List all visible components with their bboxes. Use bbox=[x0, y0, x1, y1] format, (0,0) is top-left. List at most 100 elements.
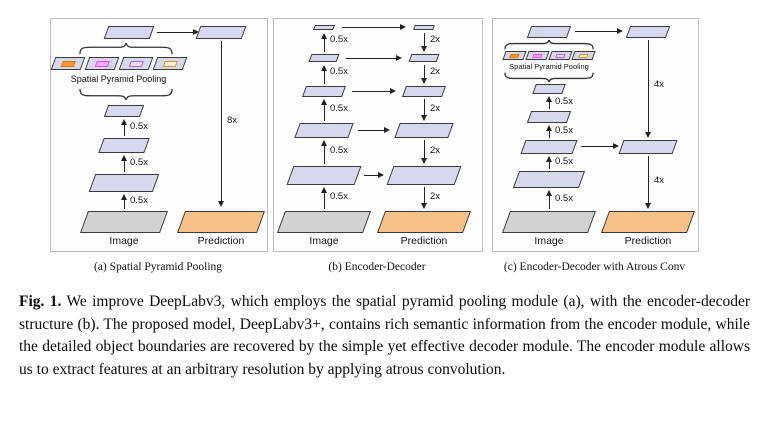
panel-spatial-pyramid-pooling: 8x Spatial Pyramid Pooling 0.5x 0.5x 0.5… bbox=[50, 18, 268, 252]
prediction-label: Prediction bbox=[624, 235, 672, 247]
subcaption-a: (a) Spatial Pyramid Pooling bbox=[93, 261, 223, 273]
feature-map bbox=[512, 171, 586, 188]
feature-map bbox=[401, 86, 447, 97]
down-arrow-icon bbox=[218, 41, 225, 207]
spp-pool-icon bbox=[60, 61, 76, 67]
feature-map bbox=[301, 86, 347, 97]
down-arrow-icon bbox=[421, 65, 428, 84]
right-arrow-icon bbox=[575, 28, 623, 35]
feature-map bbox=[88, 174, 160, 192]
downscale-label: 0.5x bbox=[330, 103, 348, 114]
upsample-label: 8x bbox=[227, 115, 238, 126]
down-arrow-icon bbox=[421, 33, 428, 52]
downscale-label: 0.5x bbox=[130, 157, 148, 168]
spp-pool-icon bbox=[162, 61, 178, 67]
decoder-feature-map bbox=[625, 26, 671, 38]
downscale-label: 0.5x bbox=[555, 193, 573, 204]
upsample-label: 2x bbox=[430, 103, 441, 114]
feature-map bbox=[394, 123, 454, 138]
skip-arrow-icon bbox=[364, 172, 384, 179]
up-arrow-icon bbox=[121, 194, 128, 209]
feature-map bbox=[532, 84, 566, 94]
spp-feature-map bbox=[84, 57, 120, 70]
spp-pool-icon bbox=[509, 54, 520, 58]
image-label: Image bbox=[534, 235, 564, 247]
image-label: Image bbox=[309, 235, 339, 247]
spp-feature-map bbox=[502, 51, 527, 60]
down-arrow-icon bbox=[421, 140, 428, 164]
prediction-output bbox=[600, 211, 696, 233]
down-arrow-icon bbox=[421, 99, 428, 121]
prediction-output bbox=[376, 211, 472, 233]
downscale-label: 0.5x bbox=[555, 96, 573, 107]
upsample-label: 2x bbox=[430, 66, 441, 77]
prediction-output bbox=[176, 211, 266, 233]
skip-arrow-icon bbox=[346, 55, 402, 62]
upsample-label: 2x bbox=[430, 145, 441, 156]
right-arrow-icon bbox=[157, 29, 199, 36]
image-input bbox=[79, 211, 169, 233]
image-input bbox=[276, 211, 372, 233]
spp-pool-icon bbox=[532, 54, 543, 58]
decoder-feature-map bbox=[618, 140, 678, 154]
spp-title: Spatial Pyramid Pooling bbox=[509, 62, 589, 71]
skip-arrow-icon bbox=[342, 24, 406, 31]
image-label: Image bbox=[109, 235, 139, 247]
feature-map bbox=[313, 25, 335, 30]
upsample-label: 2x bbox=[430, 191, 441, 202]
up-arrow-icon bbox=[546, 96, 553, 109]
up-arrow-icon bbox=[321, 187, 328, 209]
image-input bbox=[501, 211, 597, 233]
figure-caption: Fig. 1. We improve DeepLabv3, which empl… bbox=[19, 291, 750, 381]
upsample-label: 4x bbox=[654, 79, 665, 90]
under-brace-icon bbox=[79, 88, 173, 100]
downscale-label: 0.5x bbox=[130, 195, 148, 206]
downscale-label: 0.5x bbox=[555, 125, 573, 136]
feature-map bbox=[308, 54, 340, 62]
feature-map bbox=[98, 138, 150, 153]
decoder-feature-map bbox=[195, 26, 247, 39]
up-arrow-icon bbox=[546, 156, 553, 169]
downscale-label: 0.5x bbox=[130, 121, 148, 132]
subcaption-b: (b) Encoder-Decoder bbox=[328, 261, 426, 273]
up-arrow-icon bbox=[546, 125, 553, 138]
spp-title: Spatial Pyramid Pooling bbox=[70, 74, 167, 84]
concat-feature-map bbox=[526, 26, 572, 38]
feature-map bbox=[526, 111, 572, 123]
spp-pool-icon bbox=[555, 54, 566, 58]
concat-feature-map bbox=[103, 26, 155, 39]
over-brace-icon bbox=[504, 40, 594, 50]
feature-map bbox=[294, 123, 354, 138]
up-arrow-icon bbox=[546, 190, 553, 209]
downscale-label: 0.5x bbox=[330, 66, 348, 77]
upsample-label: 2x bbox=[430, 34, 441, 45]
under-brace-icon bbox=[504, 72, 594, 82]
down-arrow-icon bbox=[421, 187, 428, 209]
prediction-label: Prediction bbox=[400, 235, 448, 247]
downscale-label: 0.5x bbox=[330, 145, 348, 156]
downscale-label: 0.5x bbox=[555, 156, 573, 167]
up-arrow-icon bbox=[121, 119, 128, 136]
up-arrow-icon bbox=[321, 140, 328, 164]
up-arrow-icon bbox=[321, 33, 328, 52]
figure-caption-body: We improve DeepLabv3, which employs the … bbox=[19, 293, 750, 378]
spp-pool-icon bbox=[94, 61, 110, 67]
spp-feature-map bbox=[525, 51, 550, 60]
spp-feature-map bbox=[50, 57, 86, 70]
feature-map bbox=[286, 166, 362, 185]
prediction-label: Prediction bbox=[197, 235, 245, 247]
spp-feature-map bbox=[548, 51, 573, 60]
skip-arrow-icon bbox=[352, 88, 396, 95]
downscale-label: 0.5x bbox=[330, 34, 348, 45]
spp-pool-icon bbox=[578, 54, 589, 58]
upsample-label: 4x bbox=[654, 175, 665, 186]
over-brace-icon bbox=[79, 43, 173, 55]
panel-encoder-decoder: 0.5x 2x 0.5x 2x 0.5x 2x 0.5x 2x 0.5x 2x … bbox=[273, 18, 483, 252]
feature-map bbox=[408, 54, 440, 62]
feature-map bbox=[103, 105, 145, 117]
down-arrow-icon bbox=[645, 40, 652, 138]
figure-caption-tag: Fig. 1. bbox=[19, 293, 62, 310]
panel-encoder-decoder-atrous: Spatial Pyramid Pooling 0.5x 0.5x 0.5x 0… bbox=[492, 18, 699, 252]
up-arrow-icon bbox=[321, 99, 328, 121]
feature-map bbox=[520, 140, 578, 154]
